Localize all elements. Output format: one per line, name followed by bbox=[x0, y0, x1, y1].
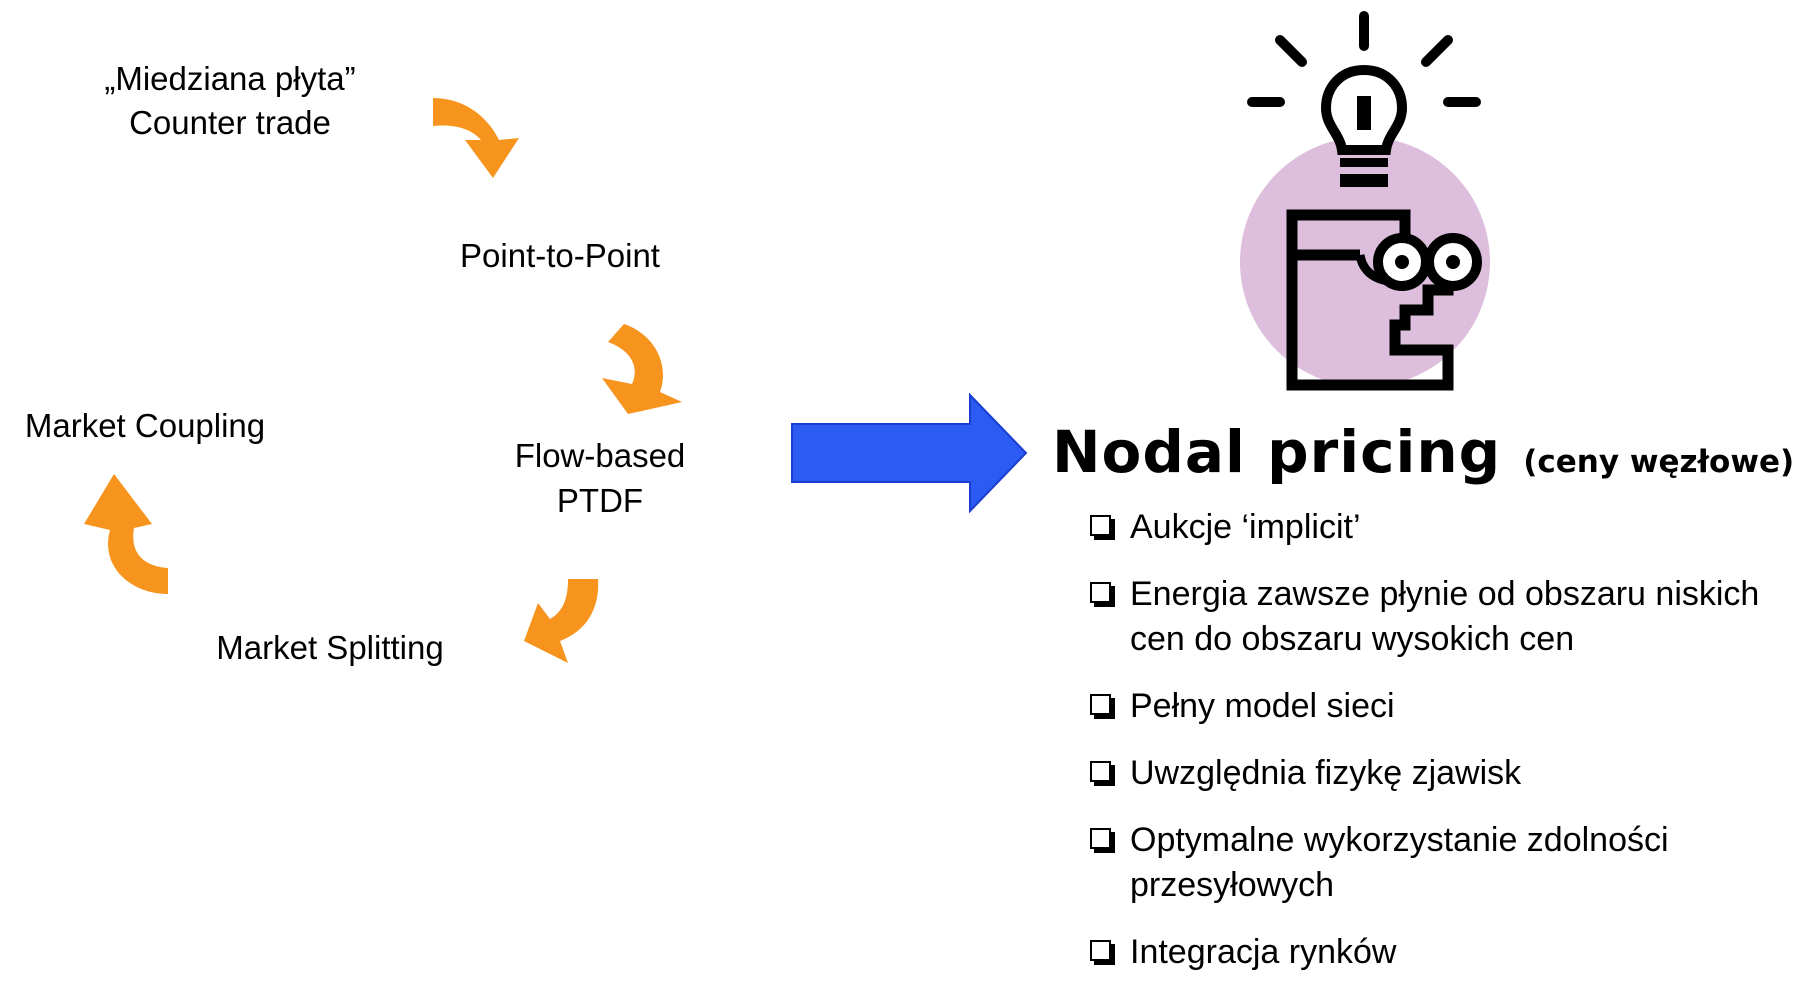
nodal-pricing-bullets: Aukcje ‘implicit’ Energia zawsze płynie … bbox=[1090, 505, 1810, 997]
bullet-item: Pełny model sieci bbox=[1090, 684, 1810, 729]
bullet-text: Uwzględnia fizykę zjawisk bbox=[1130, 754, 1522, 792]
bullet-item: Optymalne wykorzystanie zdolności przesy… bbox=[1090, 818, 1810, 908]
checkbox-bullet-icon bbox=[1090, 940, 1111, 961]
bullet-text: Optymalne wykorzystanie zdolności przesy… bbox=[1130, 821, 1669, 904]
checkbox-bullet-icon bbox=[1090, 761, 1111, 782]
title-subtitle: (ceny węzłowe) bbox=[1523, 444, 1795, 480]
curved-arrow-3 bbox=[524, 579, 599, 663]
label-ptdf: PTDF bbox=[556, 482, 644, 519]
checkbox-bullet-icon bbox=[1090, 582, 1111, 603]
bullet-text: Energia zawsze płynie od obszaru niskich… bbox=[1130, 575, 1760, 658]
big-right-arrow bbox=[791, 393, 1028, 513]
idea-thinker-lightbulb-icon bbox=[1240, 11, 1490, 391]
label-point-to-point: Point-to-Point bbox=[460, 237, 660, 274]
label-flow-based: Flow-based bbox=[514, 437, 686, 474]
nodal-pricing-title: Nodal pricing (ceny węzłowe) bbox=[1052, 418, 1794, 486]
bullet-text: Pełny model sieci bbox=[1130, 687, 1395, 725]
bullet-text: Aukcje ‘implicit’ bbox=[1130, 508, 1361, 546]
title-main: Nodal pricing bbox=[1052, 418, 1502, 486]
label-counter-trade: Counter trade bbox=[129, 104, 331, 141]
label-market-coupling: Market Coupling bbox=[24, 407, 266, 444]
bullet-text: Integracja rynków bbox=[1130, 933, 1397, 971]
curved-arrow-1 bbox=[433, 98, 519, 178]
curved-arrow-4 bbox=[84, 474, 168, 594]
label-copper-plate: „Miedziana płyta” bbox=[104, 60, 356, 97]
checkbox-bullet-icon bbox=[1090, 828, 1111, 849]
bullet-item: Uwzględnia fizykę zjawisk bbox=[1090, 751, 1810, 796]
bullet-item: Aukcje ‘implicit’ bbox=[1090, 505, 1810, 550]
bullet-item: Energia zawsze płynie od obszaru niskich… bbox=[1090, 572, 1810, 662]
checkbox-bullet-icon bbox=[1090, 515, 1111, 536]
curved-arrow-2 bbox=[602, 324, 682, 414]
label-market-splitting: Market Splitting bbox=[216, 629, 444, 666]
checkbox-bullet-icon bbox=[1090, 694, 1111, 715]
bullet-item: Integracja rynków bbox=[1090, 930, 1810, 975]
